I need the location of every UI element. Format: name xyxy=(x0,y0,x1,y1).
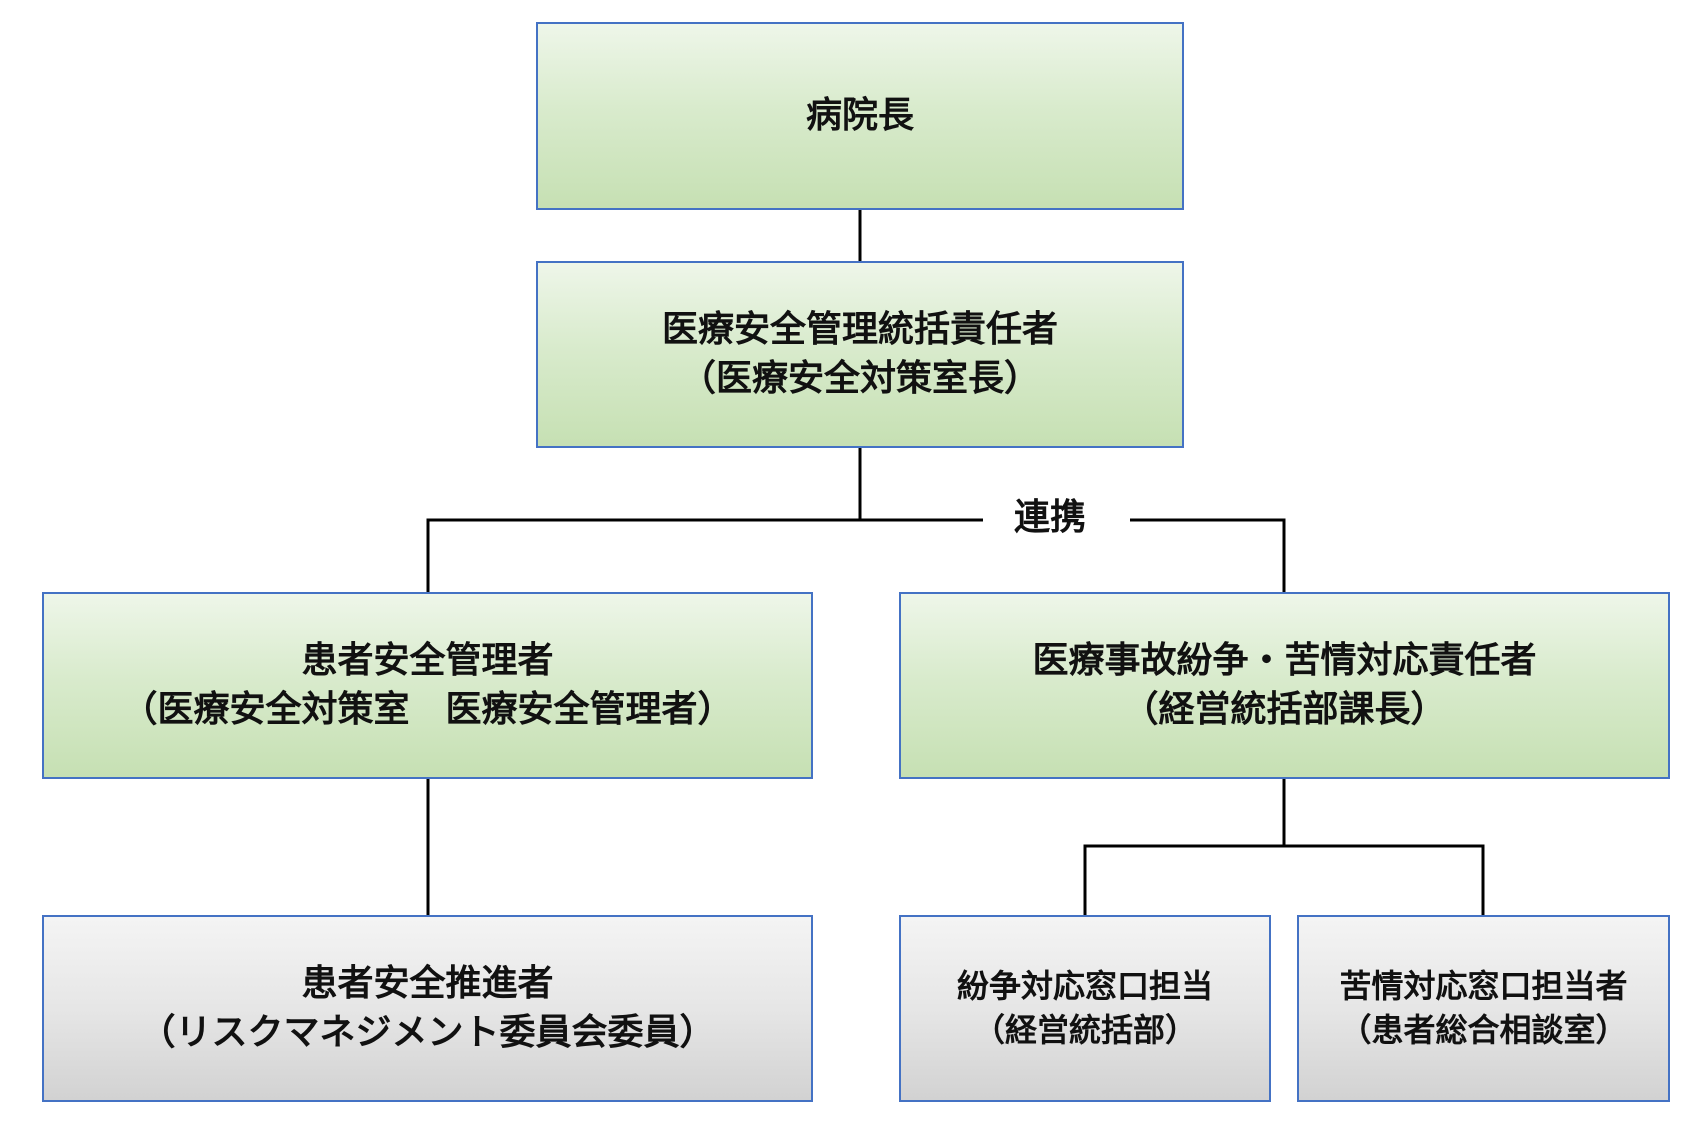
node-line: 苦情対応窓口担当者 xyxy=(1339,967,1628,1006)
node-line: 患者安全管理者 xyxy=(301,639,554,681)
node-patient-safety-manager: 患者安全管理者 （医療安全対策室 医療安全管理者） xyxy=(42,592,813,779)
node-dispute-contact: 紛争対応窓口担当 （経営統括部） xyxy=(899,915,1271,1102)
node-line: 医療安全管理統括責任者 xyxy=(661,308,1058,350)
node-line: （医療安全対策室長） xyxy=(679,357,1040,399)
node-dispute-complaint-manager: 医療事故紛争・苦情対応責任者 （経営統括部課長） xyxy=(899,592,1670,779)
connector-right-branch xyxy=(1130,518,1286,592)
node-line: （医療安全対策室 医療安全管理者） xyxy=(121,688,734,730)
connector-left-branch xyxy=(426,518,860,592)
node-line: 患者安全推進者 xyxy=(301,962,554,1004)
node-line: （経営統括部課長） xyxy=(1122,688,1447,730)
collaboration-label: 連携 xyxy=(1004,500,1097,536)
node-line: 病院長 xyxy=(805,94,914,136)
node-patient-safety-promoter: 患者安全推進者 （リスクマネジメント委員会委員） xyxy=(42,915,813,1102)
node-line: （経営統括部） xyxy=(972,1010,1197,1049)
node-line: （患者総合相談室） xyxy=(1339,1010,1628,1049)
connector-dispute-split xyxy=(1083,844,1485,915)
node-complaint-contact: 苦情対応窓口担当者 （患者総合相談室） xyxy=(1297,915,1670,1102)
node-line: 医療事故紛争・苦情対応責任者 xyxy=(1032,639,1537,681)
node-hospital-director: 病院長 xyxy=(536,22,1184,210)
node-line: （リスクマネジメント委員会委員） xyxy=(139,1011,716,1053)
node-safety-general-manager: 医療安全管理統括責任者 （医療安全対策室長） xyxy=(536,261,1184,448)
node-line: 紛争対応窓口担当 xyxy=(956,967,1213,1006)
